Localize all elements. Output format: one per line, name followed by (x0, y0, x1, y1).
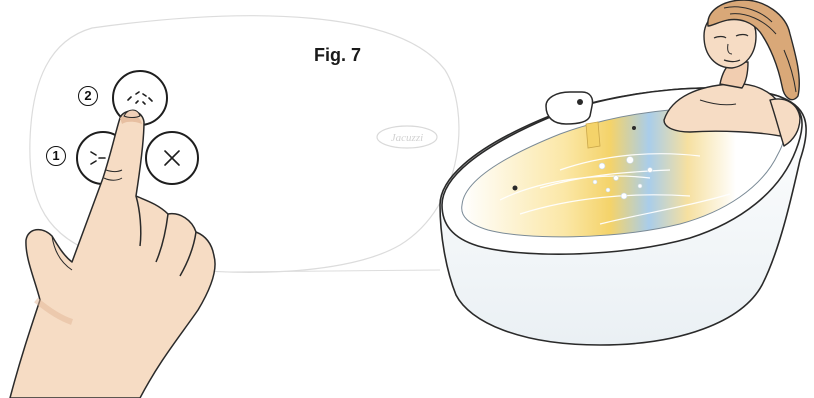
svg-text:Jacuzzi: Jacuzzi (391, 132, 423, 144)
callout-1-container: 1 (46, 146, 70, 170)
panel-connector-line (225, 270, 440, 272)
woman-in-bathtub (664, 0, 800, 146)
callout-2: 2 (78, 86, 98, 106)
figure-label: Fig. 7 (314, 45, 361, 65)
right-lower-button[interactable] (146, 132, 198, 184)
callout-2-container: 2 (78, 86, 102, 110)
brand-logo: Jacuzzi (377, 126, 437, 148)
callout-1: 1 (46, 146, 66, 166)
